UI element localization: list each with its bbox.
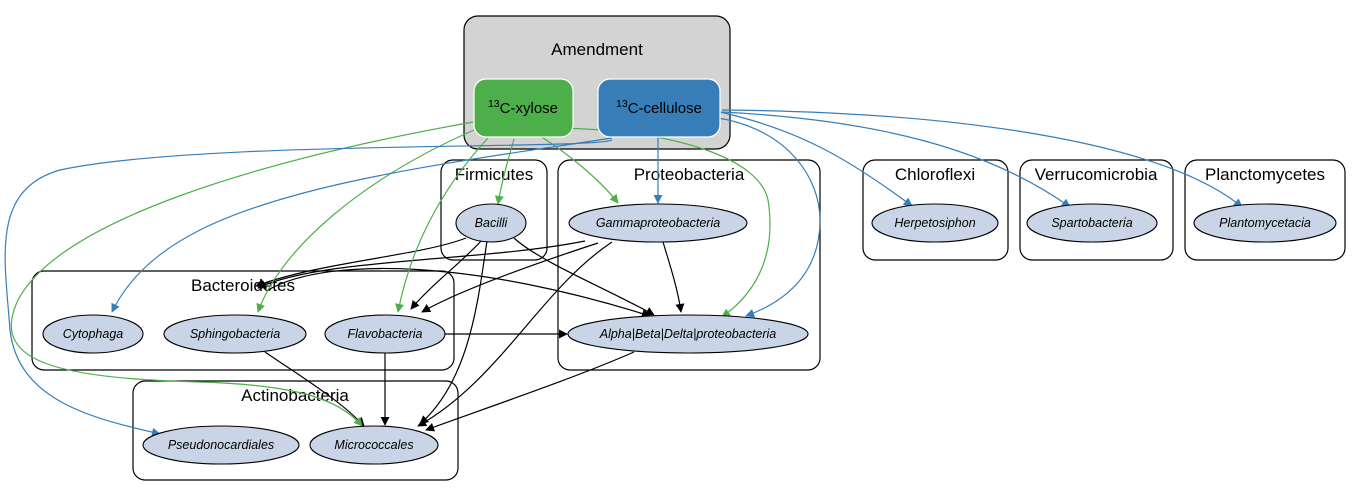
edge-gamma-sphingobacteria [257,240,586,289]
cluster-title-actinobacteria: Actinobacteria [241,386,349,405]
edge-bacilli-sphingobacteria [255,237,467,288]
svg-text:13C-cellulose: 13C-cellulose [616,98,702,117]
edge-sphingobacteria-alpha [267,267,651,318]
edge-cellulose-plantomycetacia [721,109,1243,208]
node-cytophaga: Cytophaga [42,314,144,354]
node-micrococcales: Micrococcales [309,425,439,465]
node-label-gammaproteobacteria: Gammaproteobacteria [596,216,720,230]
edge-cellulose-pseudonocardiales [4,139,613,437]
source-node-xylose: 13C-xylose [473,78,574,138]
edge-cellulose-spartobacteria [721,111,1071,208]
cluster-title-proteobacteria: Proteobacteria [634,165,745,184]
cluster-title-bacteroidetes: Bacteroidetes [191,276,295,295]
edge-gamma-alpha [662,241,685,313]
cluster-title-planctomycetes: Planctomycetes [1205,165,1325,184]
cluster-title-chloroflexi: Chloroflexi [895,165,975,184]
edge-alpha-micrococcales [425,351,635,432]
cluster-title-verrucomicrobia: Verrucomicrobia [1035,165,1158,184]
node-gammaproteobacteria: Gammaproteobacteria [568,203,748,243]
node-plantomycetacia: Plantomycetacia [1193,203,1337,243]
node-label-sphingobacteria: Sphingobacteria [190,327,280,341]
edge-xylose-gamma [539,135,619,204]
edge-bacilli-alpha [513,237,655,316]
xylose-superscript: 13 [488,98,500,110]
edge-xylose-micrococcales [10,121,474,427]
xylose-label: C-xylose [500,100,558,117]
node-pseudonocardiales: Pseudonocardiales [142,425,300,465]
svg-text:13C-xylose: 13C-xylose [488,98,558,117]
node-label-micrococcales: Micrococcales [334,438,413,452]
edge-xylose-sphingobacteria [256,129,475,313]
taxon-edges [255,237,685,432]
node-flavobacteria: Flavobacteria [324,314,446,354]
cluster-title-firmicutes: Firmicutes [455,165,533,184]
node-label-flavobacteria: Flavobacteria [347,327,422,341]
node-label-plantomycetacia: Plantomycetacia [1219,216,1311,230]
node-label-alpha-beta-delta: Alpha|Beta|Delta|proteobacteria [599,327,777,341]
cluster-title-amendment: Amendment [551,40,643,59]
edge-cellulose-cytophaga [111,137,613,313]
node-spartobacteria: Spartobacteria [1026,203,1158,243]
edge-gamma-flavobacteria [421,242,599,313]
edge-xylose-flavobacteria [395,137,489,313]
node-herpetosiphon: Herpetosiphon [871,203,999,243]
cellulose-edges [4,109,1243,437]
edge-cellulose-alpha [717,117,821,318]
edge-cellulose-herpetosiphon [719,111,913,207]
node-label-spartobacteria: Spartobacteria [1051,216,1132,230]
edge-bacilli-flavobacteria [410,239,483,310]
source-node-cellulose: 13C-cellulose [597,78,721,138]
node-label-pseudonocardiales: Pseudonocardiales [168,438,274,452]
node-label-bacilli: Bacilli [475,216,509,230]
node-bacilli: Bacilli [455,203,527,243]
node-label-cytophaga: Cytophaga [63,327,124,341]
node-alpha-beta-delta-proteobacteria: Alpha|Beta|Delta|proteobacteria [567,314,809,354]
cellulose-superscript: 13 [616,98,628,110]
cellulose-label: C-cellulose [628,100,702,117]
node-sphingobacteria: Sphingobacteria [163,314,307,354]
node-label-herpetosiphon: Herpetosiphon [894,216,975,230]
